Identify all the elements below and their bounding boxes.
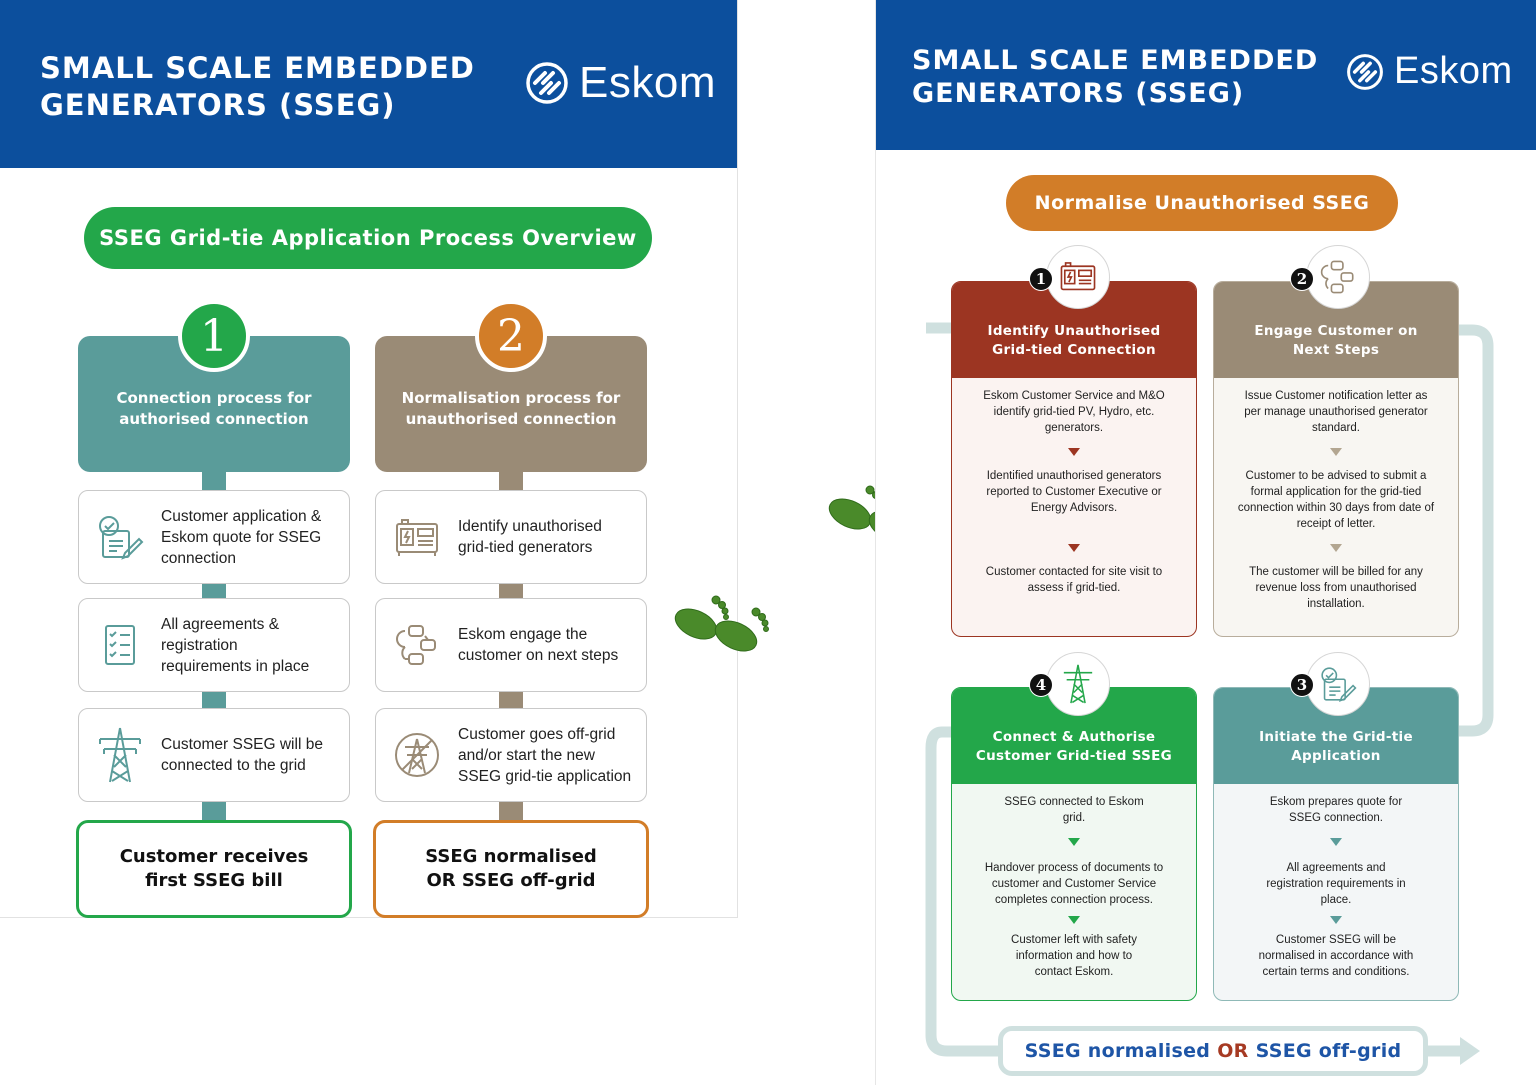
eskom-logo: Eskom (1346, 50, 1513, 93)
process-overview-banner: SSEG Grid-tie Application Process Overvi… (84, 207, 652, 269)
card-engage-customer: Engage Customer on Next Steps Issue Cust… (1213, 281, 1459, 637)
grass-footprints-icon (674, 595, 769, 652)
down-arrow-icon (1068, 916, 1080, 924)
column-2-number: 2 (475, 300, 547, 372)
column-1-step-2: All agreements & registration requiremen… (78, 598, 350, 692)
left-header-title: SMALL SCALE EMBEDDED GENERATORS (SSEG) (40, 51, 475, 122)
card-2-icon (1306, 245, 1370, 309)
column-1-number: 1 (178, 300, 250, 372)
down-arrow-icon (1068, 838, 1080, 846)
off-grid-pylon-icon (395, 733, 439, 777)
column-1-step-1: Customer application & Eskom quote for S… (78, 490, 350, 584)
eskom-logo-icon (1347, 53, 1383, 90)
card-1-number-badge: 1 (1029, 267, 1053, 291)
card-4-number-badge: 4 (1029, 673, 1053, 697)
down-arrow-icon (1330, 544, 1342, 552)
checklist-icon (105, 625, 135, 665)
generator-icon (1060, 262, 1096, 291)
eskom-logo-text: Eskom (1394, 50, 1513, 92)
column-2-step-2: Eskom engage the customer on next steps (375, 598, 647, 692)
right-panel: SMALL SCALE EMBEDDED GENERATORS (SSEG) E… (875, 0, 1536, 1085)
down-arrow-icon (1068, 544, 1080, 552)
application-form-icon (99, 516, 144, 560)
eskom-logo-icon (526, 62, 568, 104)
down-arrow-icon (1330, 448, 1342, 456)
pylon-icon (1063, 664, 1093, 704)
left-panel: SMALL SCALE EMBEDDED GENERATORS (SSEG) E… (0, 0, 738, 918)
down-arrow-icon (1330, 838, 1342, 846)
card-initiate-grid-tie: Initiate the Grid-tie Application Eskom … (1213, 687, 1459, 1001)
left-header: SMALL SCALE EMBEDDED GENERATORS (SSEG) E… (0, 0, 737, 168)
normalise-banner: Normalise Unauthorised SSEG (1006, 175, 1398, 231)
right-header-title: SMALL SCALE EMBEDDED GENERATORS (SSEG) (912, 45, 1319, 109)
column-1-outcome: Customer receives first SSEG bill (76, 820, 352, 918)
card-1-icon (1046, 245, 1110, 309)
card-identify-unauthorised: Identify Unauthorised Grid-tied Connecti… (951, 281, 1197, 637)
eskom-logo-text: Eskom (579, 58, 716, 107)
card-4-icon (1046, 652, 1110, 716)
card-3-icon (1306, 652, 1370, 716)
process-flow-icon (1320, 260, 1354, 294)
process-flow-icon (396, 625, 436, 665)
column-2-outcome: SSEG normalised OR SSEG off-grid (373, 820, 649, 918)
application-form-icon (1321, 667, 1357, 703)
final-outcome: SSEG normalised OR SSEG off-grid (998, 1026, 1428, 1076)
column-1-step-3: Customer SSEG will be connected to the g… (78, 708, 350, 802)
down-arrow-icon (1330, 916, 1342, 924)
right-header: SMALL SCALE EMBEDDED GENERATORS (SSEG) E… (876, 0, 1536, 150)
eskom-logo: Eskom (525, 58, 716, 108)
pylon-icon (99, 727, 141, 783)
card-2-number-badge: 2 (1290, 267, 1314, 291)
card-3-number-badge: 3 (1290, 673, 1314, 697)
generator-icon (396, 519, 438, 556)
column-2-step-3: Customer goes off-grid and/or start the … (375, 708, 647, 802)
column-2-step-1: Identify unauthorised grid-tied generato… (375, 490, 647, 584)
card-connect-authorise: Connect & Authorise Customer Grid-tied S… (951, 687, 1197, 1001)
down-arrow-icon (1068, 448, 1080, 456)
